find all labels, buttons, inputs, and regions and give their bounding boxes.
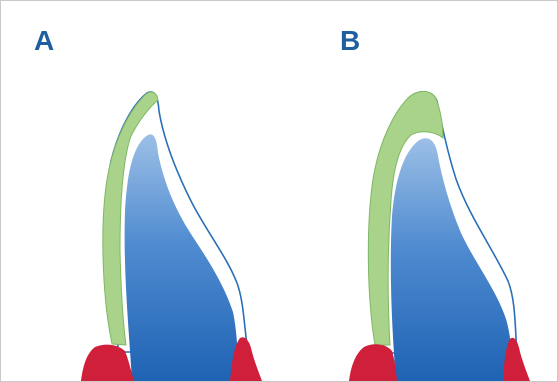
- tooth-a: [81, 92, 262, 381]
- panel-label-a: A: [34, 25, 54, 57]
- tooth-b: [349, 91, 530, 381]
- tooth-b-gingiva-left: [349, 344, 397, 381]
- panel-label-b: B: [340, 25, 360, 57]
